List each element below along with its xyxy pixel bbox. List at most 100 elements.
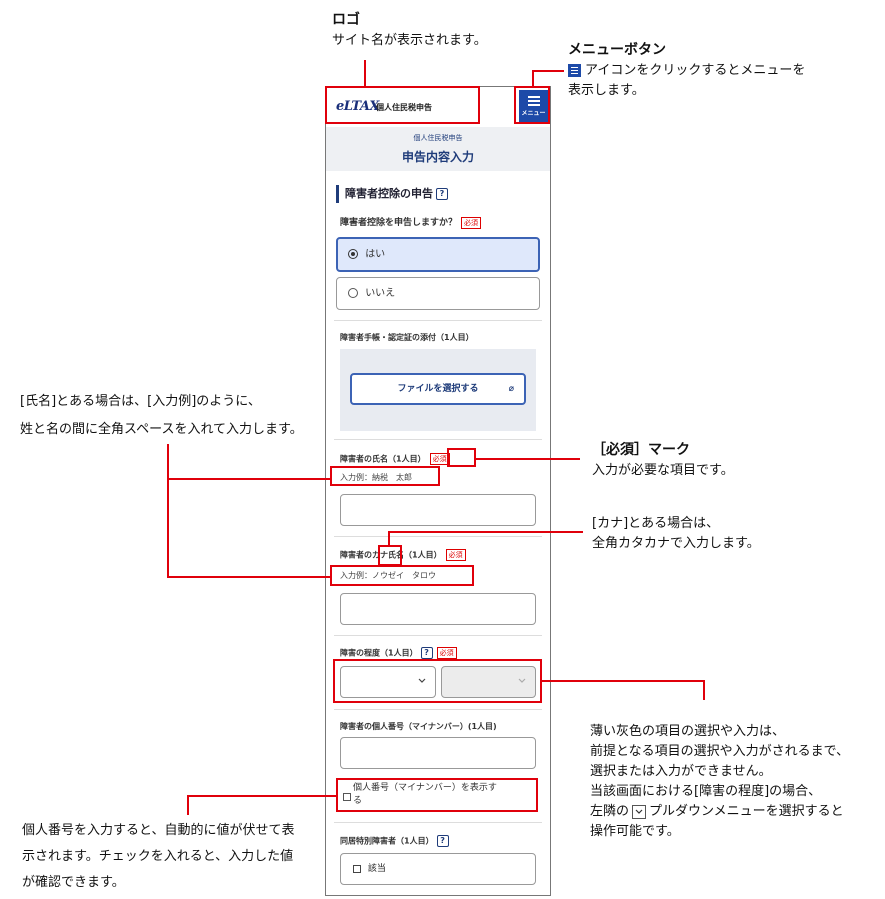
cohabit-label-text: 同居特別障害者（1人目） [340, 836, 434, 846]
option-no[interactable]: いいえ [336, 277, 540, 310]
chevron-box-icon [632, 804, 647, 819]
menu-callout-desc-2: 表示します。 [568, 83, 645, 98]
menu-callout: メニューボタン アイコンをクリックするとメニューを 表示します。 [568, 40, 805, 101]
app-header: eLTAX 個人住民税申告 メニュー [326, 87, 550, 128]
name-input[interactable] [340, 494, 536, 526]
divider [334, 709, 542, 710]
kana-callout-line-2: 全角カタカナで入力します。 [592, 536, 760, 551]
required-callout-title: ［必須］マーク [592, 442, 690, 458]
grey-callout-line-1: 薄い灰色の項目の選択や入力は、 [590, 724, 786, 739]
kana-callout-line-1: [カナ]とある場合は、 [592, 516, 720, 531]
logo-connector [364, 60, 366, 87]
grey-callout-line-4: 当該画面における[障害の程度]の場合、 [590, 784, 822, 799]
show-mynumber-label-2: る [353, 796, 363, 806]
required-connector [475, 458, 580, 460]
option-yes[interactable]: はい [336, 237, 540, 272]
option-yes-label: はい [365, 249, 386, 260]
help-icon[interactable]: ? [436, 188, 448, 200]
menu-mini-icon [568, 64, 581, 77]
logo-callout: ロゴ サイト名が表示されます。 [332, 10, 487, 51]
menu-button[interactable]: メニュー [519, 90, 548, 123]
paperclip-icon: ⌀ [508, 384, 514, 394]
name-callout: [氏名]とある場合は、[入力例]のように、 姓と名の間に全角スペースを入れて入力… [20, 388, 303, 444]
radio-icon [348, 249, 358, 259]
degree-label-text: 障害の程度（1人目） [340, 648, 418, 658]
page-header: 個人住民税申告 申告内容入力 [326, 127, 550, 171]
site-logo[interactable]: eLTAX [336, 99, 380, 114]
help-icon[interactable]: ? [436, 835, 449, 847]
mynumber-input[interactable] [340, 737, 536, 769]
grey-callout-line-2: 前提となる項目の選択や入力がされるまで、 [590, 744, 850, 759]
degree-select-2[interactable] [441, 666, 536, 698]
help-icon[interactable]: ? [420, 647, 433, 659]
grey-callout-line-5a: 左隣の [590, 804, 630, 819]
kana-example-highlight [330, 565, 474, 586]
menu-button-label: メニュー [521, 110, 546, 117]
required-badge: 必須 [461, 216, 482, 229]
kana-connector-v [388, 532, 390, 546]
question-label: 障害者控除を申告しますか？必須 [340, 215, 482, 229]
file-drop-area[interactable]: ファイルを選択する ⌀ [340, 349, 536, 431]
kana-label: 障害者のカナ氏名（1人目）必須 [340, 549, 466, 561]
name-label: 障害者の氏名（1人目）必須 [340, 453, 450, 465]
name-connector-h2 [167, 576, 331, 578]
section-title-text: 障害者控除の申告 [345, 187, 433, 200]
cohabit-option[interactable]: 該当 [340, 853, 536, 885]
degree-connector-v [703, 680, 705, 700]
kana-callout: [カナ]とある場合は、 全角カタカナで入力します。 [592, 514, 760, 554]
kana-highlight [378, 545, 402, 566]
radio-icon [348, 288, 358, 298]
name-connector-h1 [167, 478, 331, 480]
required-callout-desc: 入力が必要な項目です。 [592, 463, 734, 478]
logo-callout-title: ロゴ [332, 12, 360, 28]
kana-input[interactable] [340, 593, 536, 625]
checkbox-icon [353, 864, 361, 873]
degree-label: 障害の程度（1人目）?必須 [340, 647, 457, 659]
kana-connector-h [388, 531, 583, 533]
menu-connector-h [532, 70, 564, 72]
divider [334, 536, 542, 537]
grey-callout-line-6: 操作可能です。 [590, 824, 680, 839]
menu-icon [527, 96, 540, 106]
menu-callout-desc-1: アイコンをクリックするとメニューを [585, 63, 806, 78]
file-select-button[interactable]: ファイルを選択する ⌀ [350, 373, 526, 405]
mynumber-callout: 個人番号を入力すると、自動的に値が伏せて表 示されます。チェックを入れると、入力… [22, 818, 294, 896]
mynumber-checkbox-highlight [336, 778, 538, 812]
menu-callout-title: メニューボタン [568, 42, 666, 58]
mynumber-callout-line-2: 示されます。チェックを入れると、入力した値 [22, 849, 294, 864]
logo-highlight [325, 86, 480, 124]
required-highlight [447, 448, 476, 467]
required-badge: 必須 [445, 549, 466, 561]
section-title: 障害者控除の申告? [336, 185, 448, 203]
checkbox-icon [343, 793, 351, 801]
phone-screen: eLTAX 個人住民税申告 メニュー 個人住民税申告 申告内容入力 障害者控除の… [325, 86, 551, 896]
mynumber-callout-line-3: が確認できます。 [22, 875, 125, 890]
degree-select-1[interactable] [340, 666, 436, 698]
menu-highlight [514, 86, 550, 124]
degree-connector-h [541, 680, 705, 682]
mynumber-callout-line-1: 個人番号を入力すると、自動的に値が伏せて表 [22, 823, 295, 838]
site-name: 個人住民税申告 [376, 103, 432, 112]
required-badge: 必須 [436, 647, 457, 659]
grey-callout: 薄い灰色の項目の選択や入力は、 前提となる項目の選択や入力がされるまで、 選択ま… [590, 722, 849, 842]
divider [334, 635, 542, 636]
question-text: 障害者控除を申告しますか？ [340, 218, 458, 228]
name-label-text: 障害者の氏名（1人目） [340, 454, 426, 464]
file-select-label: ファイルを選択する [397, 384, 479, 394]
logo-callout-desc: サイト名が表示されます。 [332, 33, 487, 48]
chevron-down-icon [418, 678, 426, 683]
grey-callout-line-3: 選択または入力ができません。 [590, 764, 772, 779]
kana-label-text: 障害者のカナ氏名（1人目） [340, 550, 442, 560]
mynumber-connector-h [187, 795, 337, 797]
show-mynumber-checkbox[interactable]: 個人番号（マイナンバー）を表示す る [343, 782, 533, 808]
mynumber-connector-v [187, 795, 189, 815]
cohabit-label: 同居特別障害者（1人目）? [340, 835, 449, 847]
required-badge: 必須 [429, 453, 450, 465]
divider [334, 439, 542, 440]
mynumber-label: 障害者の個人番号（マイナンバー）(1人目) [340, 722, 497, 731]
page-title: 申告内容入力 [401, 150, 474, 164]
name-example: 入力例：納税 太郎 [340, 473, 412, 482]
cohabit-option-label: 該当 [367, 864, 386, 874]
name-example-highlight [330, 466, 440, 486]
divider [334, 822, 542, 823]
